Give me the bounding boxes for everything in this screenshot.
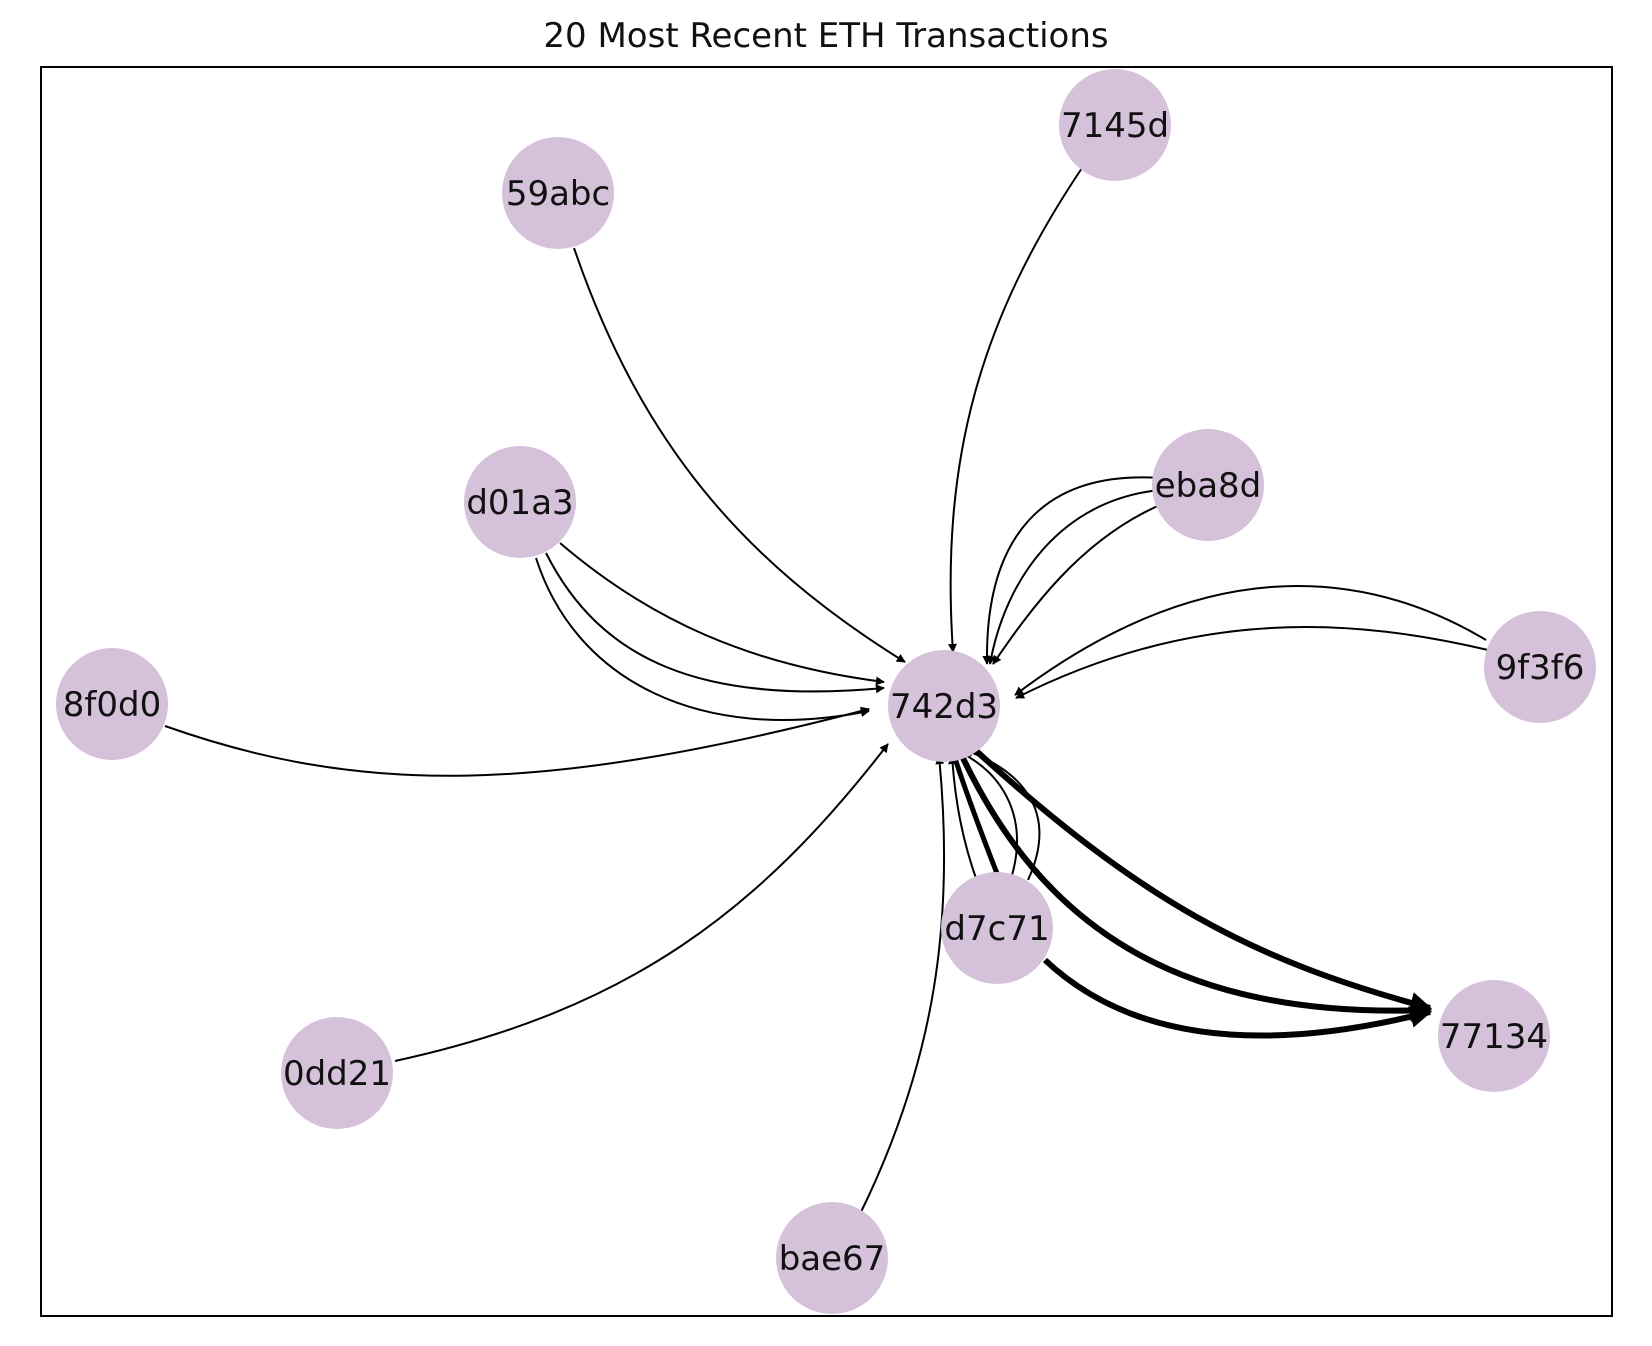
edge-d7c71-742d3 (950, 751, 1001, 877)
edges-group (164, 167, 1489, 1213)
edge-eba8d-742d3 (992, 504, 1161, 665)
edge-d7c71-77134 (1042, 957, 1433, 1039)
node-77134: 77134 (1438, 980, 1550, 1092)
edge-d01a3-742d3 (559, 542, 885, 686)
edge-d7c71-742d3 (959, 751, 1018, 883)
node-circle (56, 648, 168, 760)
edge-0dd21-742d3 (394, 743, 889, 1062)
node-label: bae67 (779, 1239, 886, 1279)
node-label: 59abc (506, 174, 610, 214)
edge-59abc-742d3 (573, 247, 906, 663)
edge-d01a3-742d3 (545, 552, 885, 694)
node-label: d7c71 (944, 909, 1049, 949)
node-circle (1484, 611, 1596, 723)
node-d7c71: d7c71 (941, 872, 1053, 984)
node-d01a3: d01a3 (464, 446, 576, 558)
node-circle (888, 650, 1000, 762)
node-label: d01a3 (466, 483, 573, 523)
node-label: 77134 (1440, 1017, 1548, 1057)
edge-9f3f6-742d3 (1014, 585, 1487, 696)
edge-d01a3-742d3 (535, 557, 870, 721)
edge-eba8d-742d3 (982, 476, 1161, 665)
node-bae67: bae67 (776, 1202, 888, 1314)
node-circle (941, 872, 1053, 984)
edge-742d3-77134 (970, 745, 1433, 1014)
node-label: eba8d (1155, 466, 1262, 506)
node-label: 8f0d0 (63, 685, 161, 725)
edge-7145d-742d3 (947, 167, 1083, 653)
node-circle (464, 446, 576, 558)
node-0dd21: 0dd21 (281, 1017, 393, 1129)
node-label: 7145d (1061, 106, 1169, 146)
node-9f3f6: 9f3f6 (1484, 611, 1596, 723)
plot-frame (40, 66, 1613, 1317)
node-label: 0dd21 (283, 1054, 391, 1094)
edge-9f3f6-742d3 (1015, 626, 1489, 699)
node-8f0d0: 8f0d0 (56, 648, 168, 760)
node-circle (776, 1202, 888, 1314)
node-circle (1438, 980, 1550, 1092)
edge-742d3-77134 (959, 754, 1433, 1022)
edge-d7c71-742d3 (948, 755, 979, 885)
node-circle (1059, 69, 1171, 181)
node-circle (502, 137, 614, 249)
node-eba8d: eba8d (1152, 429, 1264, 541)
node-circle (281, 1017, 393, 1129)
node-59abc: 59abc (502, 137, 614, 249)
node-label: 742d3 (890, 687, 998, 727)
edge-bae67-742d3 (860, 755, 946, 1213)
node-label: 9f3f6 (1496, 648, 1585, 688)
node-742d3: 742d3 (888, 650, 1000, 762)
node-7145d: 7145d (1059, 69, 1171, 181)
edge-eba8d-742d3 (986, 489, 1161, 665)
edge-8f0d0-742d3 (164, 706, 870, 777)
chart-title: 20 Most Recent ETH Transactions (543, 16, 1109, 56)
nodes-group: 742d3 7145d 59abc d01a3 eba8d 9f3f6 8f0d0 d7c71… (56, 69, 1596, 1314)
node-circle (1152, 429, 1264, 541)
